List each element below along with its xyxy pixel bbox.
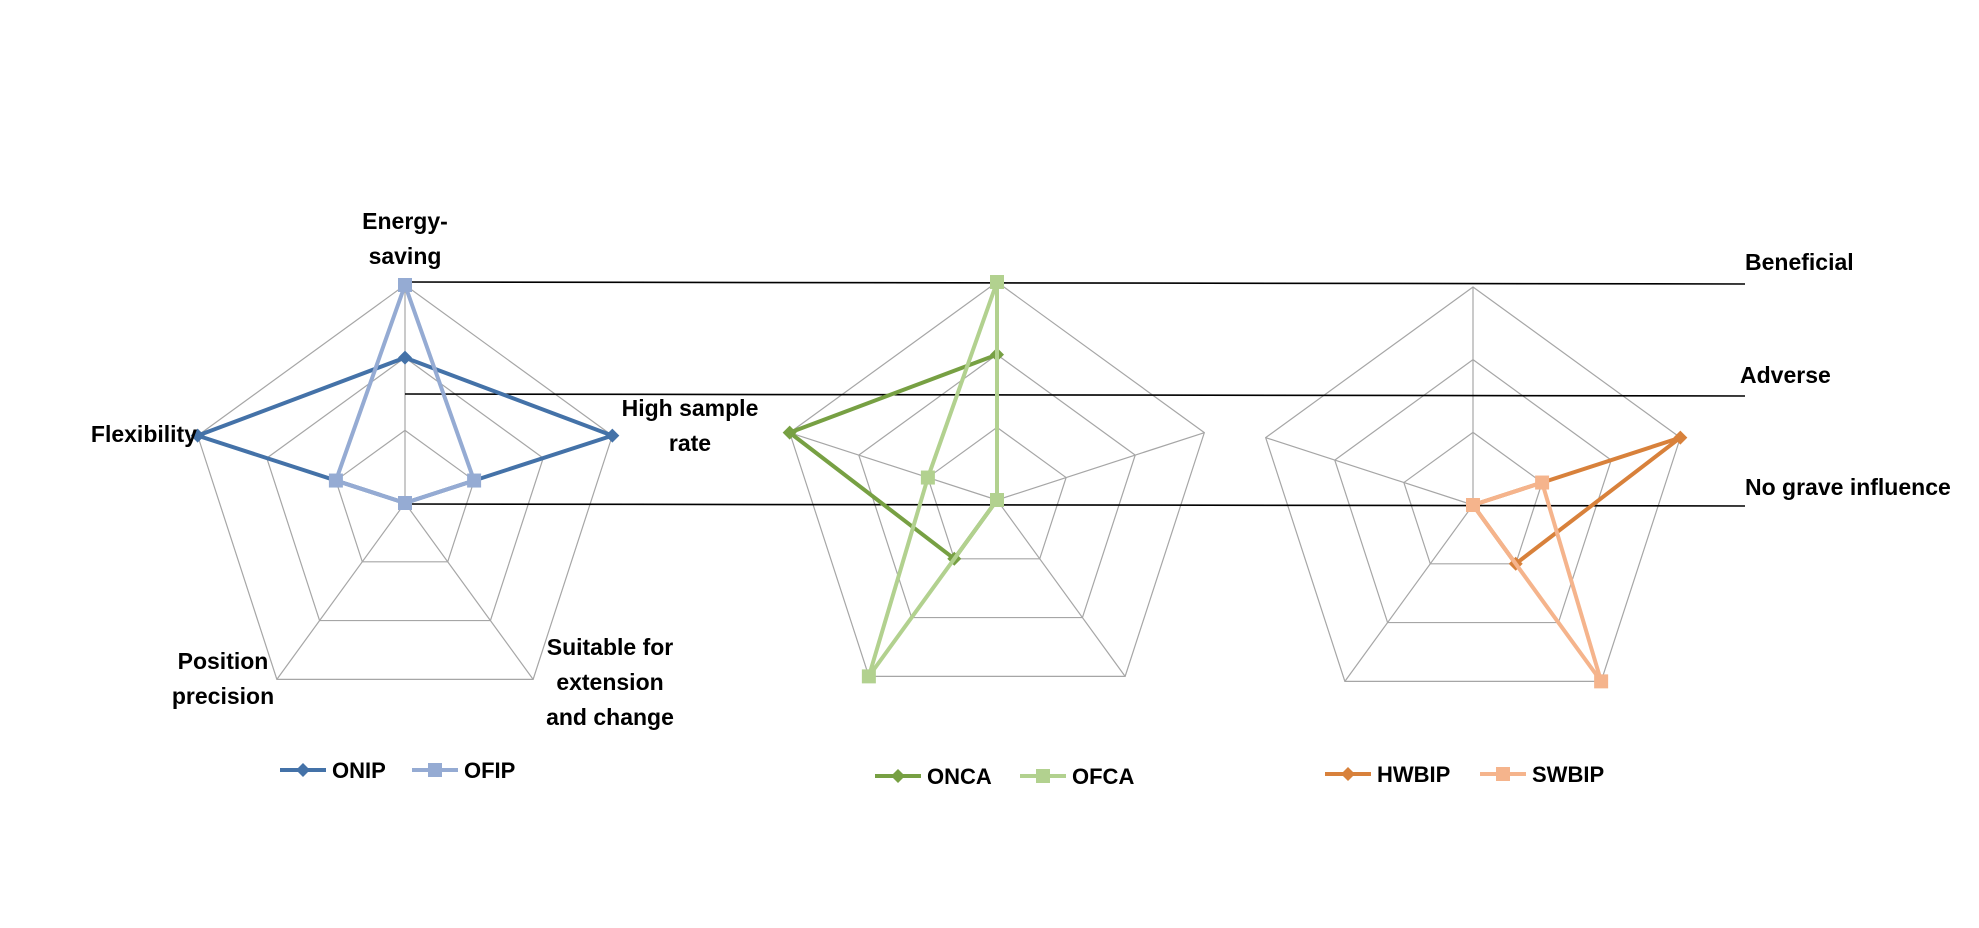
axis-label-line: saving — [369, 243, 442, 269]
radar-grids — [196, 281, 1682, 682]
legends: ONIP OFIP ONCA OFCA HWBIP SWBIP — [280, 758, 1604, 789]
legend-marker-hwbip — [1341, 767, 1355, 781]
radar-ring — [858, 353, 1136, 619]
data-point-onip — [190, 428, 205, 443]
legend-2: ONCA OFCA — [875, 764, 1134, 789]
series-ofip — [328, 278, 482, 510]
legend-label-swbip: SWBIP — [1532, 762, 1604, 787]
radar-ring — [335, 429, 475, 563]
series-swbip — [1466, 475, 1609, 689]
legend-marker-ofca — [1036, 769, 1050, 783]
legend-label-onip: ONIP — [332, 758, 386, 783]
data-point-ofip — [398, 496, 412, 510]
level-guide-lines — [404, 281, 1746, 507]
radar-spoke — [276, 502, 406, 680]
legend-marker-ofip — [428, 763, 442, 777]
axis-label-line: High sample — [622, 395, 759, 421]
level-labels: Beneficial Adverse No grave influence — [1740, 249, 1951, 500]
data-point-onip — [605, 428, 620, 443]
legend-3: HWBIP SWBIP — [1325, 762, 1604, 787]
level-label-beneficial: Beneficial — [1745, 249, 1854, 275]
axis-label-line: Flexibility — [91, 421, 197, 447]
radar-ring — [788, 281, 1206, 677]
guide-line-2 — [404, 393, 1746, 397]
data-point-swbip — [1466, 498, 1480, 512]
axis-label-line: extension — [556, 669, 663, 695]
data-point-swbip — [1535, 475, 1550, 490]
data-point-ofip — [328, 473, 343, 488]
axis-label-4: Position precision — [172, 648, 274, 709]
radar-ring — [1334, 358, 1612, 624]
radar-series — [190, 275, 1688, 689]
legend-label-ofip: OFIP — [464, 758, 515, 783]
axis-label-line: Suitable for — [547, 634, 674, 660]
level-label-no-grave-influence: No grave influence — [1745, 474, 1951, 500]
legend-marker-onip — [296, 763, 310, 777]
radar-grid-1 — [196, 284, 614, 680]
radar-ring — [266, 356, 544, 622]
axis-label-line: rate — [669, 430, 711, 456]
axis-label-line: and change — [546, 704, 674, 730]
axis-label-5: Flexibility — [91, 421, 197, 447]
axis-label-1: Energy-saving — [362, 208, 448, 269]
data-point-onip — [398, 350, 412, 365]
data-point-onca — [782, 425, 797, 440]
data-point-hwbip — [1673, 430, 1688, 445]
radar-spoke — [1265, 437, 1474, 506]
level-label-adverse: Adverse — [1740, 362, 1831, 388]
radar-spoke — [996, 432, 1205, 501]
legend-label-hwbip: HWBIP — [1377, 762, 1450, 787]
radar-spoke — [996, 499, 1126, 677]
data-point-swbip — [1594, 674, 1609, 689]
data-point-ofca — [990, 493, 1004, 507]
radar-ring — [927, 426, 1067, 560]
guide-line-1 — [404, 281, 1746, 285]
radar-spoke — [789, 432, 998, 501]
legend-label-onca: ONCA — [927, 764, 992, 789]
radar-ring — [1403, 431, 1543, 565]
series-ofca — [861, 275, 1004, 684]
data-point-ofca — [990, 275, 1004, 289]
radar-spoke — [404, 502, 534, 680]
guide-line-3 — [404, 503, 1746, 507]
axis-label-line: Energy- — [362, 208, 448, 234]
series-line-swbip — [1471, 480, 1604, 684]
legend-1: ONIP OFIP — [280, 758, 515, 783]
radar-spoke — [1344, 504, 1474, 682]
data-point-ofca — [920, 470, 935, 485]
legend-marker-onca — [891, 769, 905, 783]
axis-label-2: High sample rate — [622, 395, 759, 456]
axis-label-line: Position — [178, 648, 269, 674]
axis-label-line: precision — [172, 683, 274, 709]
legend-marker-swbip — [1496, 767, 1510, 781]
data-point-ofip — [398, 278, 412, 292]
data-point-ofca — [861, 669, 876, 684]
legend-label-ofca: OFCA — [1072, 764, 1134, 789]
radar-ring — [1264, 286, 1682, 682]
axis-label-3: Suitable for extension and change — [546, 634, 674, 730]
radar-ring — [196, 284, 614, 680]
data-point-ofip — [467, 473, 482, 488]
